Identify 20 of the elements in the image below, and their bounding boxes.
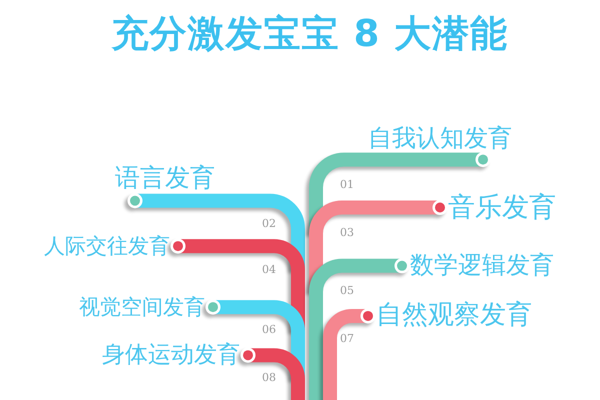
step-number: 08 (262, 372, 276, 384)
branch-line (240, 348, 305, 400)
step-number: 01 (340, 179, 354, 191)
branch-label: 自我认知发育 (366, 125, 514, 160)
step-number: 05 (340, 285, 354, 297)
branch-line (323, 308, 376, 400)
step-number: 02 (262, 218, 276, 230)
branch-label: 身体运动发育 (100, 342, 248, 368)
branch-label: 视觉空间发育 (77, 295, 213, 320)
step-number: 03 (340, 227, 354, 239)
branch-label: 语言发育 (112, 164, 218, 201)
branch-label: 音乐发育 (440, 192, 558, 224)
branch-line (309, 258, 410, 400)
step-number: 04 (262, 264, 276, 276)
step-number: 06 (262, 324, 276, 336)
branch-label: 人际交往发育 (42, 234, 178, 258)
step-number: 07 (340, 333, 354, 345)
branch-label: 数学逻辑发育 (402, 252, 556, 280)
branch-label: 自然观察发育 (368, 301, 534, 331)
title: 充分激发宝宝 8 大潜能 (112, 12, 508, 56)
